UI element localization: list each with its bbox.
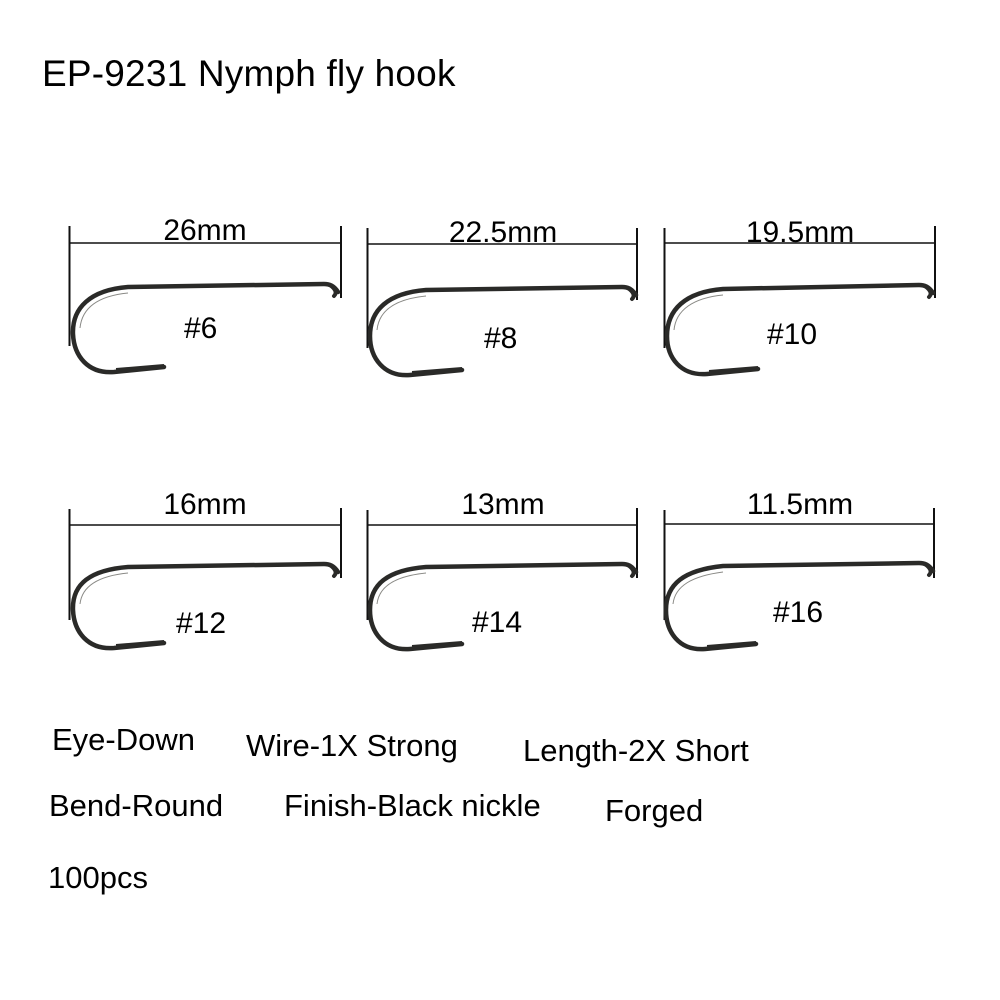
hook-panel-size-6: 26mm #6 [68,214,348,386]
length-label: 13mm [461,488,545,521]
measurement-bracket-icon [366,508,638,620]
length-label: 11.5mm [746,488,854,521]
hook-icon [367,284,639,378]
measurement-bracket-icon [68,508,342,620]
length-label: 26mm [163,214,247,247]
hook-size-label: #14 [472,606,523,639]
hook-diagram [68,508,342,651]
hook-icon [70,281,341,375]
hook-panel-size-14: 13mm #14 [366,488,646,660]
hook-icon [70,561,341,651]
hook-panel-size-8: 22.5mm #8 [366,216,646,388]
spec-length: Length-2X Short [523,733,749,768]
spec-forged: Forged [605,793,704,828]
hook-diagram [366,508,639,652]
hook-size-label: #8 [484,322,518,355]
measurement-bracket-icon [366,228,638,348]
hook-diagram [366,228,639,378]
measurement-bracket-icon [68,226,342,346]
hook-size-label: #16 [773,596,824,629]
hook-size-label: #10 [767,318,818,351]
hook-icon [664,282,936,377]
spec-wire: Wire-1X Strong [246,728,458,763]
hook-size-label: #6 [184,312,218,345]
hook-diagram [663,226,936,377]
measurement-bracket-icon [663,226,936,348]
hook-size-label: #12 [176,607,227,640]
hook-icon [367,561,639,652]
spec-bend: Bend-Round [49,788,224,823]
hook-diagram [68,226,342,375]
hook-diagram [663,508,936,652]
hook-panel-size-10: 19.5mm #10 [663,216,943,388]
product-title: EP-9231 Nymph fly hook [42,53,456,94]
hook-panel-size-16: 11.5mm #16 [663,488,943,660]
hook-panel-size-12: 16mm #12 [68,488,348,660]
length-label: 16mm [163,488,247,521]
spec-quantity: 100pcs [48,860,148,895]
spec-finish: Finish-Black nickle [284,788,541,823]
hook-icon [663,560,936,652]
spec-eye: Eye-Down [52,722,195,757]
